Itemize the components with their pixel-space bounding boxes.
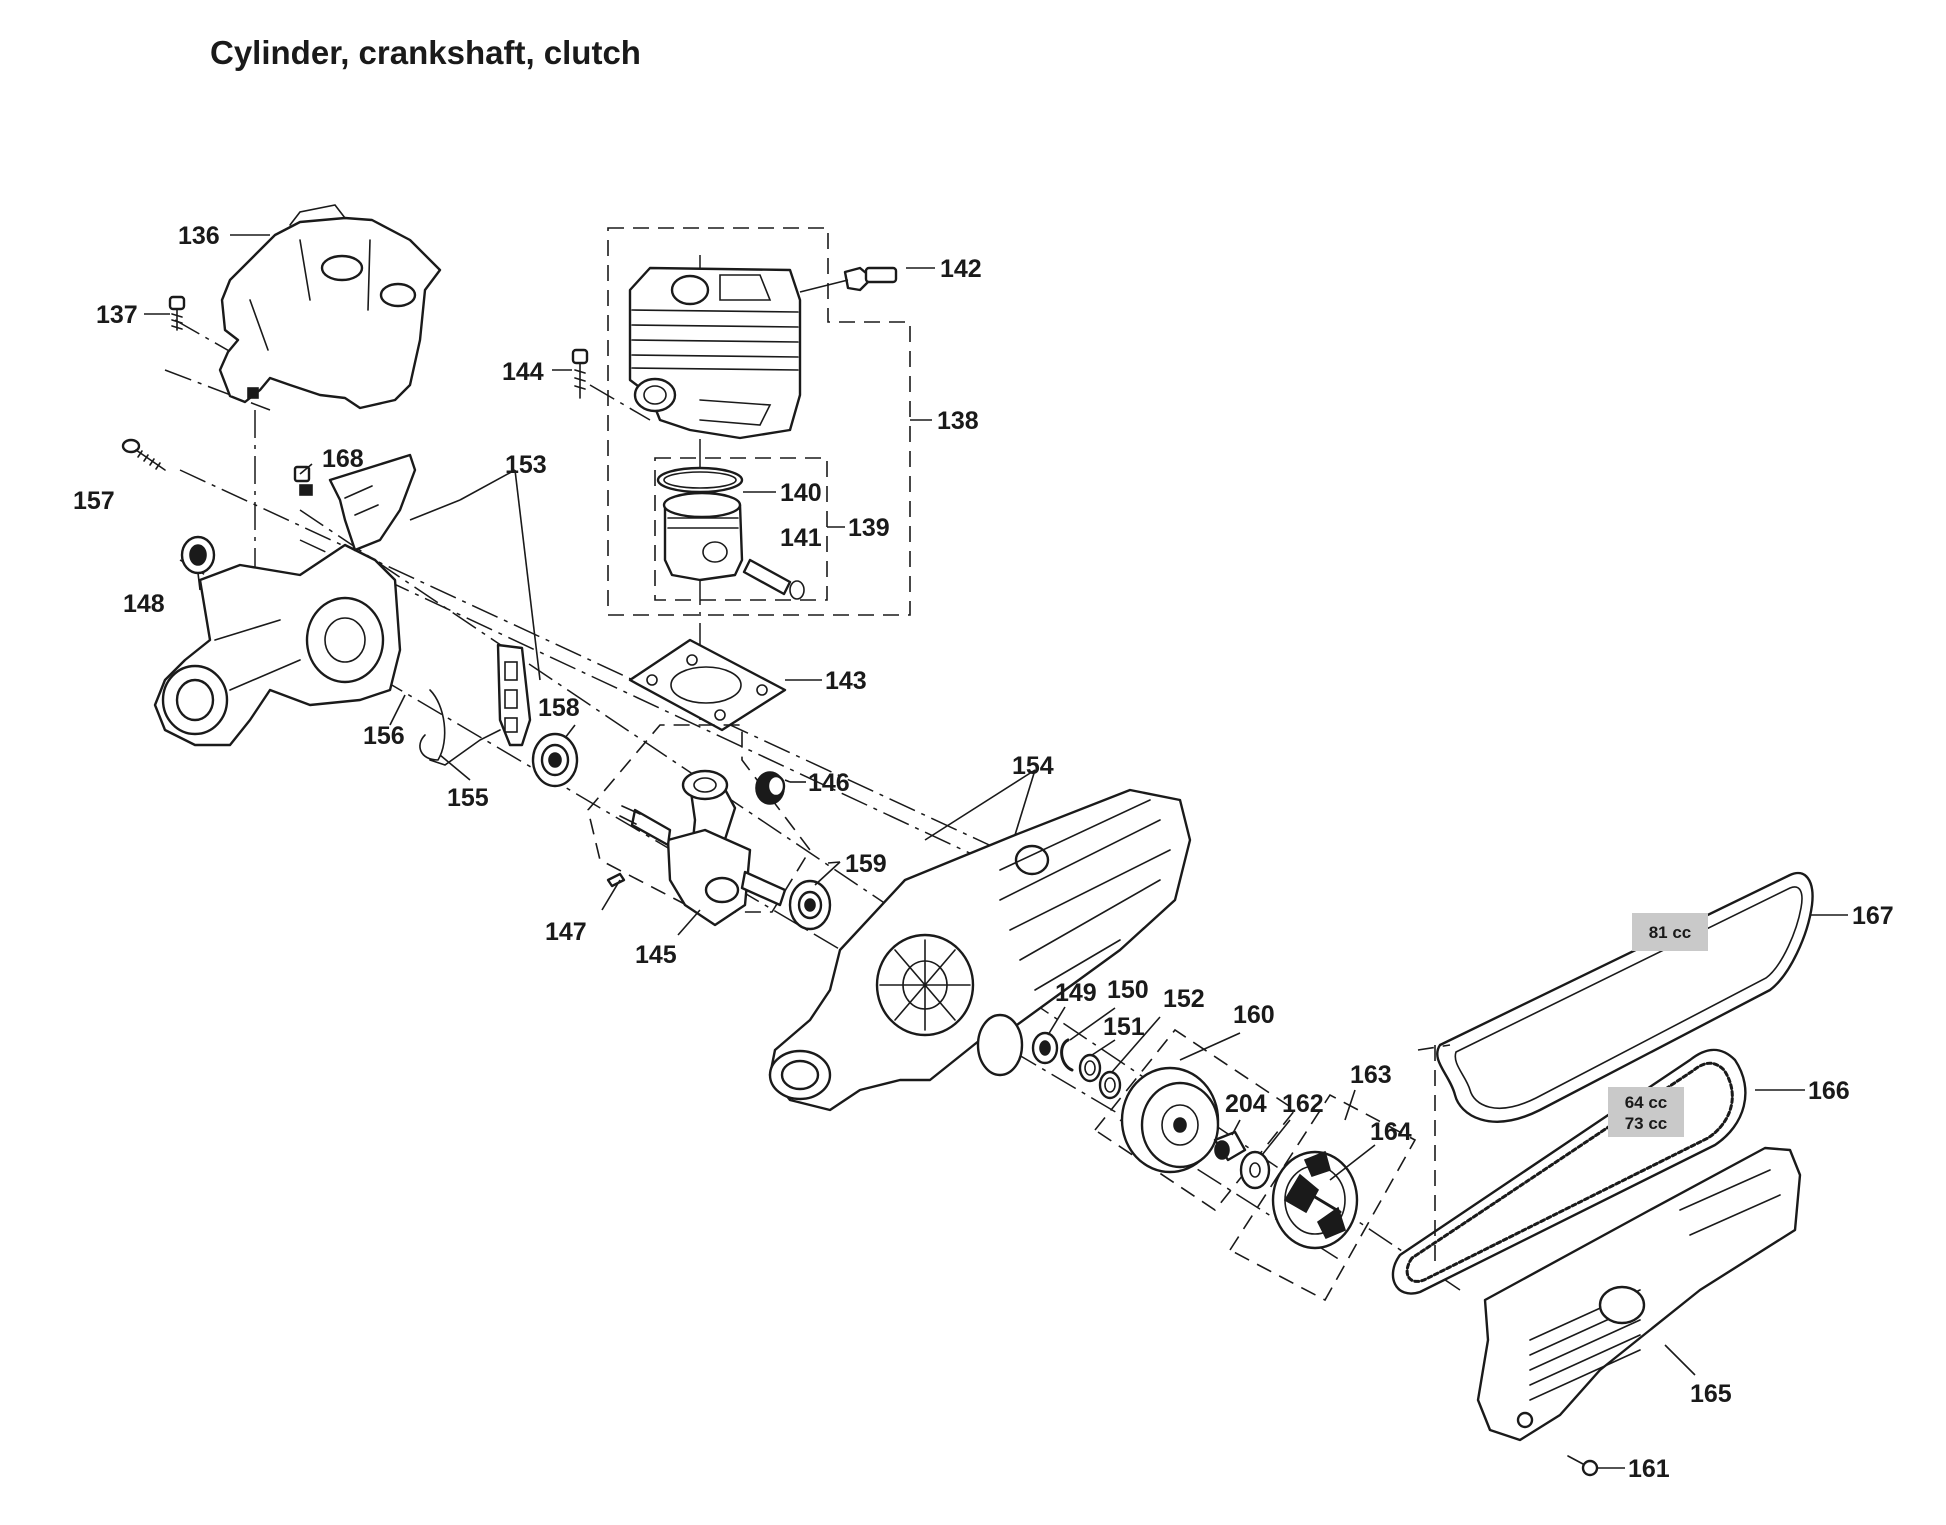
callout-164: 164 [1370,1118,1412,1146]
piston-pin-141-part [742,558,805,600]
bearing-159-part [788,879,832,931]
clutch-part [1271,1150,1359,1250]
crankshaft-part [619,769,787,927]
belt-166-variant-label-2: 73 cc [1625,1114,1668,1133]
gasket-156-part [496,643,532,747]
callout-140: 140 [780,479,822,507]
diagram-title: Cylinder, crankshaft, clutch [210,34,641,71]
clip-168-part [293,465,311,483]
callout-138: 138 [937,407,979,435]
cylinder-part [628,266,802,440]
clutch-drum-part [1120,1066,1220,1174]
callout-147: 147 [545,918,587,946]
seal-148-part [180,535,216,575]
callout-labels: 136 137 138 139 140 141 142 143 144 145 … [73,222,1894,1483]
screw-137-part [168,295,186,331]
belt-166-variant-label-1: 64 cc [1625,1093,1668,1112]
wire-seal-155-part [419,689,501,766]
callout-167: 167 [1852,902,1894,930]
callout-168: 168 [322,445,364,473]
bearing-158-part [531,732,579,788]
callout-148: 148 [123,590,165,618]
callout-151: 151 [1103,1013,1145,1041]
cylinder-gasket-143-part [628,638,787,732]
belt-167-variant-label: 81 cc [1649,923,1692,942]
key-147-part [606,872,626,888]
callout-155: 155 [447,784,489,812]
leader-lines [144,234,1848,1469]
callout-161: 161 [1628,1455,1670,1483]
callout-163: 163 [1350,1061,1392,1089]
callout-166: 166 [1808,1077,1850,1105]
callout-136: 136 [178,222,220,250]
drive-belt-167-part: 81 cc [1436,872,1814,1123]
callout-162: 162 [1282,1090,1324,1118]
callout-154: 154 [1012,752,1054,780]
callout-157: 157 [73,487,115,515]
callout-144: 144 [502,358,544,386]
callout-137: 137 [96,301,138,329]
needle-bearing-146-part [755,771,786,805]
callout-156: 156 [363,722,405,750]
belt-166-variant-badge [1608,1087,1684,1137]
callout-153: 153 [505,451,547,479]
callout-152: 152 [1163,985,1205,1013]
ring-152-part [1098,1070,1122,1100]
belt-guard-165-part [1476,1146,1802,1442]
crankcase-left-part [153,453,417,747]
callout-159: 159 [845,850,887,878]
clutch-assembly-box [1228,1093,1417,1302]
piston-ring-140-part [656,466,744,494]
clutch-drum-assembly-box [1093,1028,1297,1212]
sleeve-204-part [1213,1130,1247,1162]
callout-143: 143 [825,667,867,695]
belt-167-variant-badge [1632,913,1708,951]
callout-160: 160 [1233,1001,1275,1029]
crankshaft-assembly-box [587,724,811,913]
callout-204: 204 [1225,1090,1267,1118]
callout-142: 142 [940,255,982,283]
callout-149: 149 [1055,979,1097,1007]
callout-139: 139 [848,514,890,542]
callout-146: 146 [808,769,850,797]
toothed-belt-166-part: 64 cc 73 cc [1391,1048,1747,1295]
spark-plug-142-part [799,266,898,293]
screw-144-part [571,348,589,399]
callout-158: 158 [538,694,580,722]
callout-145: 145 [635,941,677,969]
cylinder-cover-part [218,204,442,410]
callout-165: 165 [1690,1380,1732,1408]
crankcase-right-part [768,788,1192,1112]
washer-149-part [1031,1031,1059,1065]
screw-157-part [121,438,166,471]
washer-151-part [1078,1053,1102,1083]
piston-part [662,491,744,582]
spring-150-part [1060,1038,1074,1072]
callout-150: 150 [1107,976,1149,1004]
callout-141: 141 [780,524,822,552]
cylinder-assembly-box [607,227,911,616]
washer-162-part [1239,1150,1271,1190]
screw-161-part [1567,1455,1599,1477]
